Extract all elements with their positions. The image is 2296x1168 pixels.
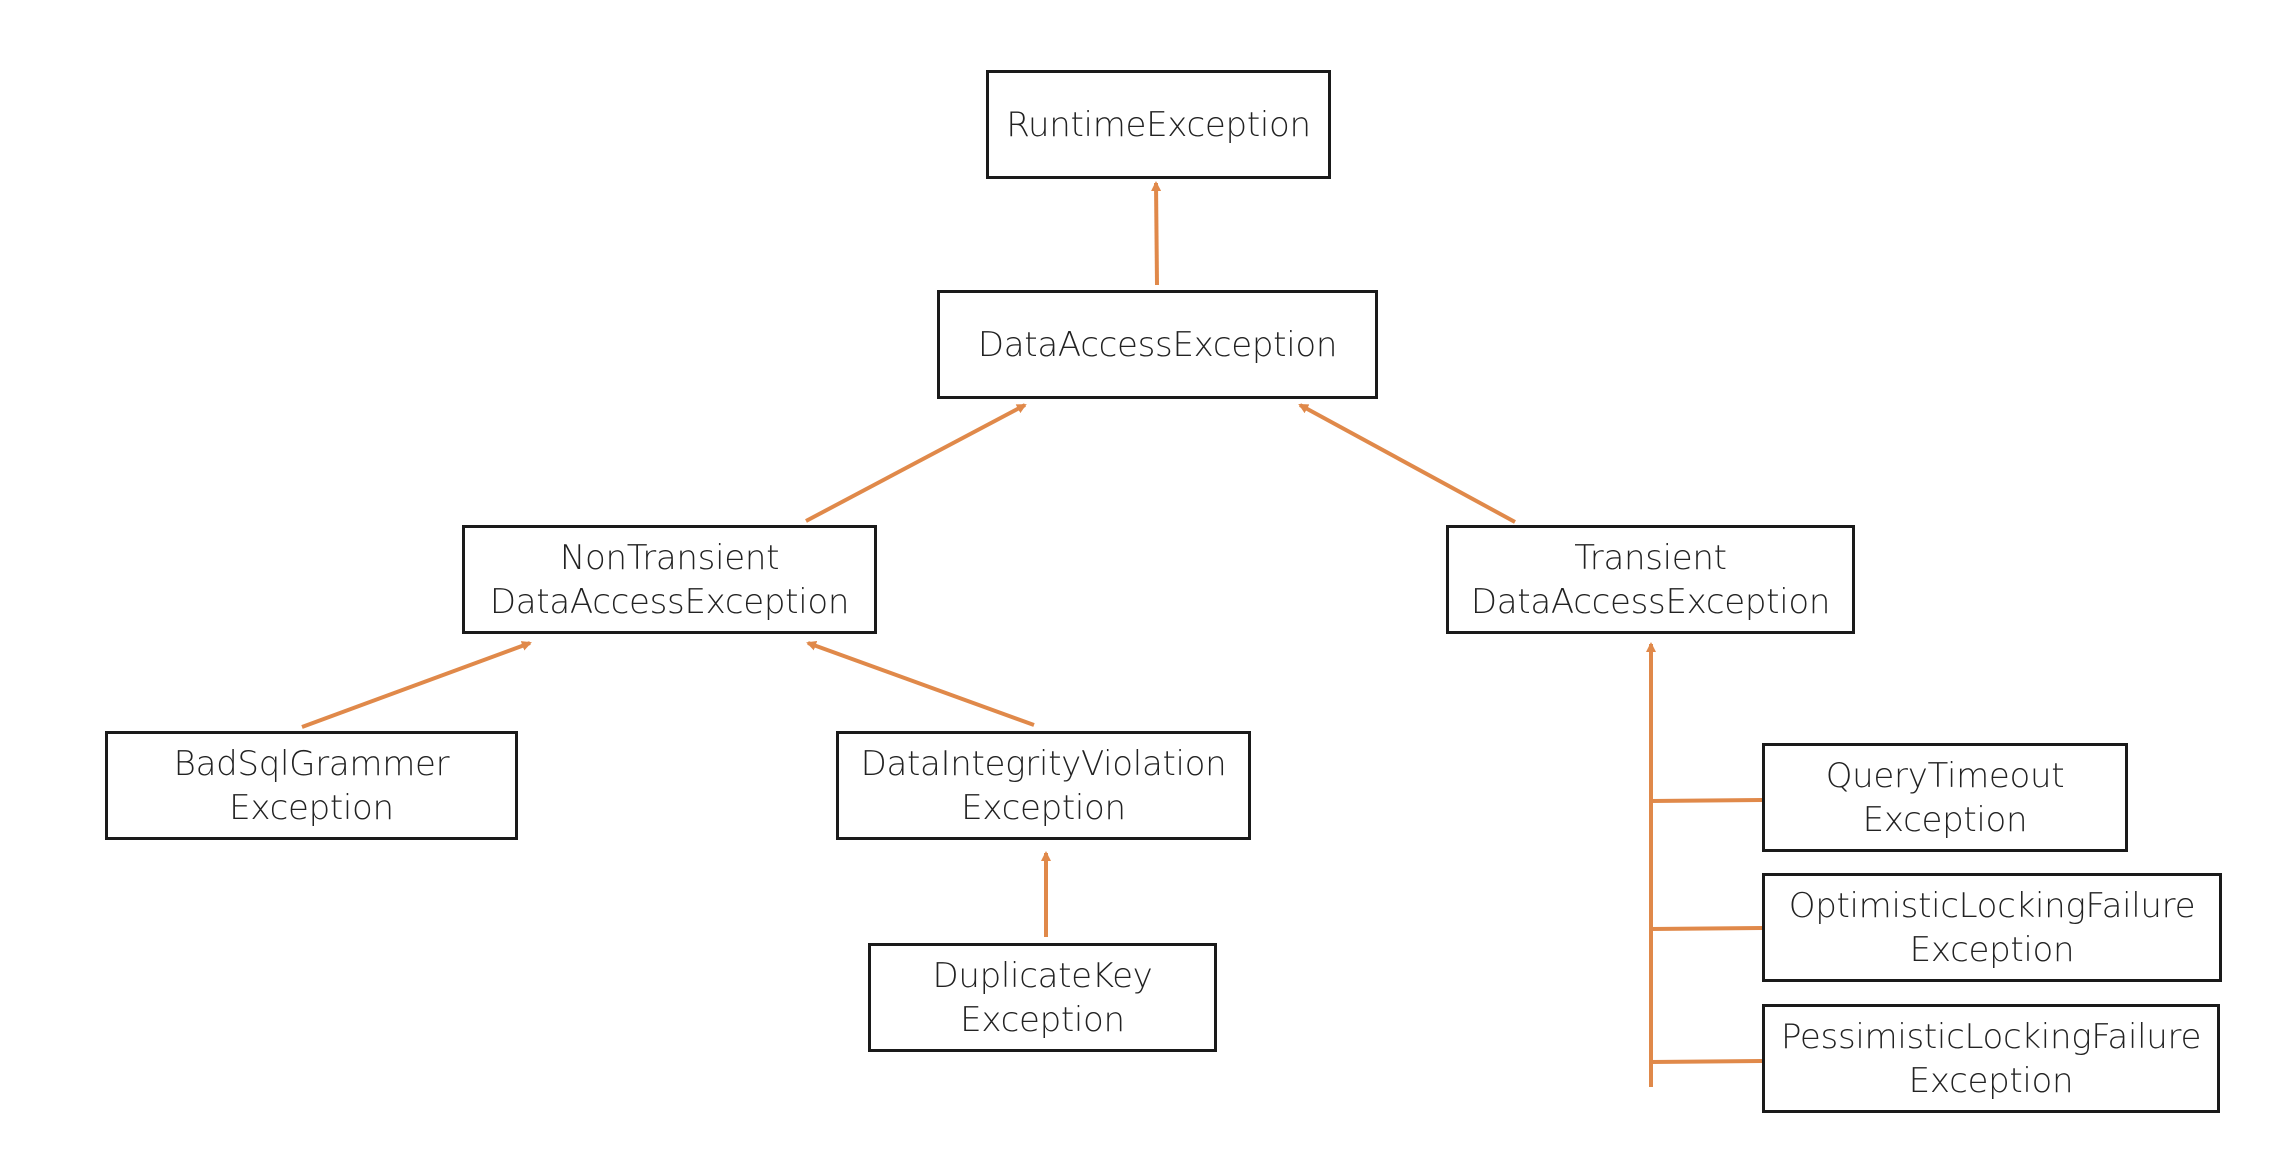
- node-label-line-1: DataIntegrityViolation: [860, 743, 1227, 784]
- node-label-line-2: DataAccessException: [1470, 581, 1831, 622]
- node-label-line-1: PessimisticLockingFailure: [1780, 1016, 2202, 1057]
- node-label-line-1: OptimisticLockingFailure: [1788, 885, 2196, 926]
- edge-badsql-to-nontransient: [301, 641, 532, 729]
- query-timeout-exception-box: QueryTimeout Exception: [1762, 743, 2128, 852]
- edge-transient-to-dataaccess: [1298, 403, 1516, 524]
- data-integrity-violation-exception-box: DataIntegrityViolation Exception: [836, 731, 1251, 840]
- optimistic-locking-failure-exception-box: OptimisticLockingFailure Exception: [1762, 873, 2222, 982]
- edge-dataaccess-to-runtime: [1151, 181, 1162, 286]
- node-label-line-2: Exception: [229, 787, 394, 828]
- non-transient-data-access-exception-box: NonTransient DataAccessException: [462, 525, 877, 634]
- runtime-exception-box: RuntimeException: [986, 70, 1331, 179]
- bad-sql-grammer-exception-box: BadSqlGrammer Exception: [105, 731, 518, 840]
- node-label-line-2: DataAccessException: [489, 581, 850, 622]
- node-label-line-2: Exception: [1862, 799, 2028, 840]
- node-label-line-1: Transient: [1574, 537, 1727, 578]
- node-label-line-2: Exception: [1909, 929, 2075, 970]
- pessimistic-locking-failure-exception-box: PessimisticLockingFailure Exception: [1762, 1004, 2220, 1113]
- duplicate-key-exception-box: DuplicateKey Exception: [868, 943, 1217, 1052]
- node-label-line-1: NonTransient: [559, 537, 780, 578]
- edge-pessimisticlocking-branch: [1650, 1059, 1763, 1064]
- node-label-line-2: Exception: [961, 787, 1126, 828]
- node-label-line-1: QueryTimeout: [1825, 755, 2065, 796]
- edge-dataintegrity-to-nontransient: [806, 641, 1035, 727]
- edge-querytimeout-branch: [1650, 798, 1763, 803]
- node-label-line-1: BadSqlGrammer: [173, 743, 450, 784]
- node-label: RuntimeException: [1006, 104, 1311, 145]
- edge-nontransient-to-dataaccess: [805, 403, 1027, 523]
- data-access-exception-box: DataAccessException: [937, 290, 1378, 399]
- node-label-line-1: DuplicateKey: [932, 955, 1153, 996]
- node-label: DataAccessException: [977, 324, 1338, 365]
- edge-optimisticlocking-branch: [1650, 926, 1763, 931]
- node-label-line-2: Exception: [1908, 1060, 2074, 1101]
- node-label-line-2: Exception: [960, 999, 1125, 1040]
- transient-data-access-exception-box: Transient DataAccessException: [1446, 525, 1855, 634]
